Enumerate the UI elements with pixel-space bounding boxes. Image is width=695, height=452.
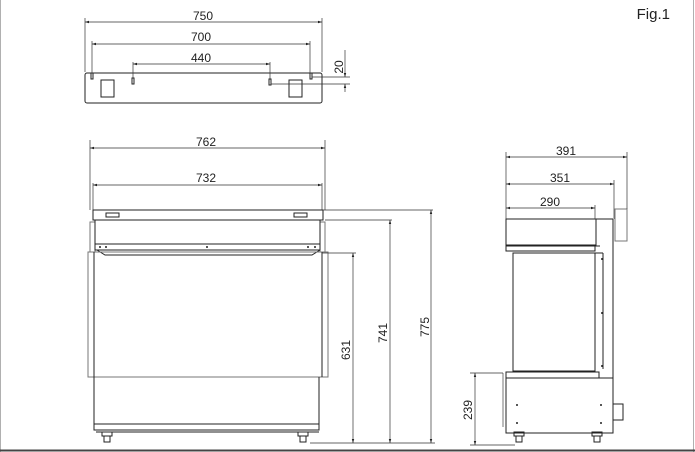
dim-775: 775 [418,317,432,337]
dim-351: 351 [550,171,570,185]
dim-391: 391 [556,144,576,158]
figure-label: Fig.1 [636,6,670,23]
dim-700: 700 [191,30,211,44]
dim-631: 631 [339,340,353,360]
dim-440: 440 [191,51,211,65]
dim-750: 750 [193,9,213,23]
dim-762: 762 [196,135,216,149]
side-view: 391 351 290 239 [461,144,628,446]
dim-290: 290 [540,195,560,209]
dim-741: 741 [376,323,390,343]
dim-732: 732 [196,171,216,185]
top-view-plate: 750 700 440 20 [84,9,350,104]
front-view: 762 732 631 741 775 [87,135,435,444]
dim-239: 239 [461,400,475,420]
dim-20: 20 [332,60,346,74]
